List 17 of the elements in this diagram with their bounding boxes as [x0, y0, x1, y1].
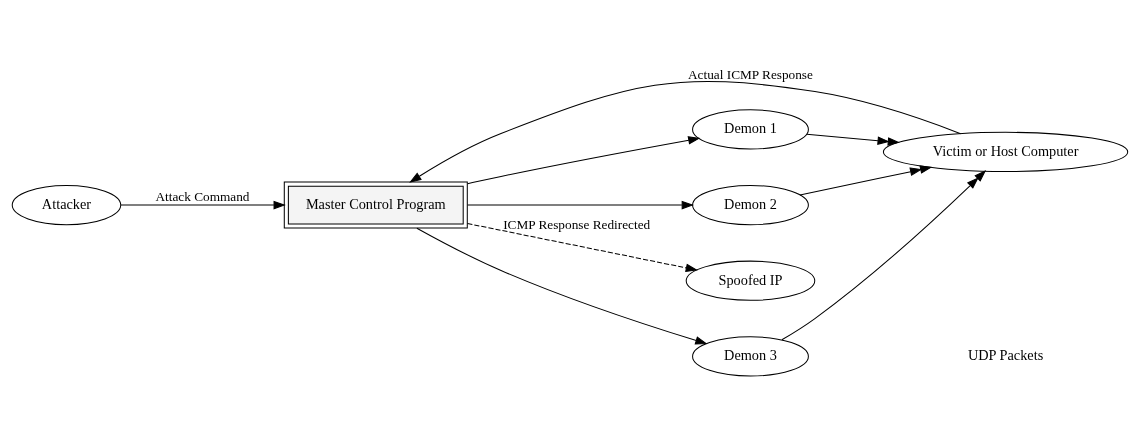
- edge-label: ICMP Response Redirected: [503, 216, 651, 232]
- arrow: [806, 133, 900, 146]
- arrow: [409, 80, 962, 183]
- arrow: [799, 164, 933, 195]
- edge-label: Actual ICMP Response: [688, 66, 813, 82]
- arrow: [467, 200, 694, 209]
- arrow: [467, 222, 698, 272]
- arrow: [416, 227, 708, 345]
- arrow: [781, 169, 987, 340]
- arrow: [467, 135, 701, 184]
- node-ellipse: Attacker: [11, 184, 122, 225]
- arrow: [120, 200, 286, 209]
- edge-label: Attack Command: [155, 188, 250, 204]
- node-ellipse: Demon 2: [692, 184, 809, 225]
- node-box: Master Control Program: [283, 181, 468, 229]
- node-ellipse: Demon 1: [692, 108, 809, 150]
- label: UDP Packets: [967, 346, 1044, 363]
